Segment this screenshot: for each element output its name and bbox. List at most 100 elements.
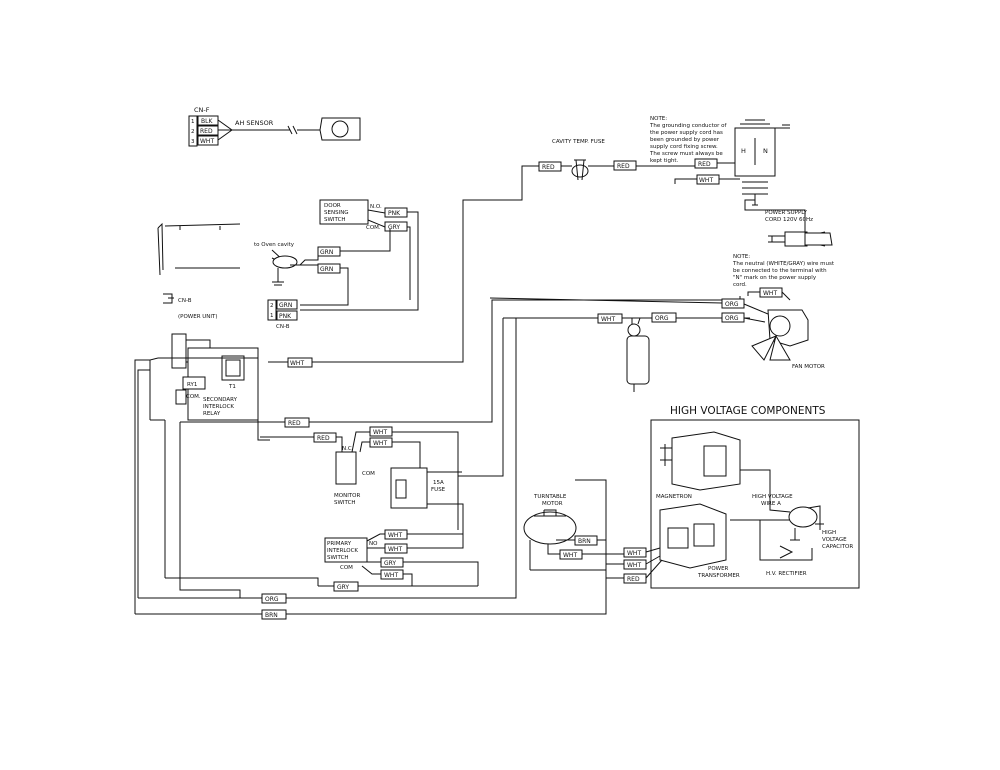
cn-b-connector <box>267 299 277 321</box>
wire-tag-wht-primary-2-text: WHT <box>388 546 402 553</box>
monitor-wht-leads <box>351 431 459 530</box>
power-cord-label-0: POWER SUPPLY <box>765 210 808 216</box>
fuse-detail <box>574 159 586 181</box>
door-no-label: N.O. <box>370 204 382 210</box>
capacitor-leads <box>631 317 641 392</box>
cn-f-pin-3: 3 <box>191 139 195 145</box>
door-sensing-label-1: SENSING <box>324 210 349 216</box>
cn-b-label-2: CN-B <box>276 324 290 330</box>
primary-interlock-label-0: PRIMARY <box>327 541 352 547</box>
fan-blade-2 <box>769 334 791 361</box>
fan-motor-group: WHT ORG ORG ORG WHT FAN MOTOR <box>458 287 825 477</box>
wire-tag-red-text: RED <box>200 128 213 135</box>
transformer-input-group: WHT WHT RED <box>605 540 663 590</box>
wire-tag-brn-tt-text: BRN <box>578 538 591 545</box>
magnetron-label: MAGNETRON <box>656 494 692 500</box>
turntable-motor-icon <box>523 511 577 545</box>
fuse-element <box>395 479 407 499</box>
cn-b-label: CN-B <box>178 298 192 304</box>
wire-tag-pnk-text: PNK <box>388 210 401 217</box>
ground-top <box>775 124 790 129</box>
turntable-motor-group: TURNTABLE MOTOR BRN WHT <box>523 494 624 571</box>
fan-motor-leads <box>743 291 791 323</box>
wire-tag-gry-lower-text: GRY <box>337 584 349 591</box>
door-sensing-label-0: DOOR <box>324 203 341 209</box>
primary-interlock-switch-icon <box>324 537 368 563</box>
door-wires-down <box>300 211 419 311</box>
note1-line-3: been grounded by power <box>650 137 720 143</box>
hv-capacitor-label-1: VOLTAGE <box>822 537 847 543</box>
cn-f-pin-2: 2 <box>191 129 195 135</box>
turntable-label-1: MOTOR <box>542 501 563 507</box>
turntable-label-0: TURNTABLE <box>533 494 567 500</box>
wire-tag-wht-tt-text: WHT <box>563 552 577 559</box>
wire-tag-org-text: ORG <box>265 596 279 603</box>
wire-tag-wht-monitor-1-text: WHT <box>373 429 387 436</box>
transformer-label-1: TRANSFORMER <box>697 573 740 579</box>
monitor-switch-icon <box>335 451 357 485</box>
fan-motor-rotor <box>769 315 791 337</box>
note1-line-1: The grounding conductor of <box>649 123 727 129</box>
wire-tag-grn-cnb-text: GRN <box>279 302 292 309</box>
gry-lower-run <box>165 577 478 587</box>
hv-capacitor-icon <box>788 506 818 528</box>
wire-tag-wht-primary-3-text: WHT <box>384 572 398 579</box>
transformer-t1-core <box>225 359 241 377</box>
primary-leads <box>361 533 385 575</box>
ry1-label: RY1 <box>187 382 197 388</box>
cord-strain-relief <box>742 175 768 195</box>
wire-tag-org-fan-2-text: ORG <box>725 301 739 308</box>
capacitor-cap <box>627 323 641 337</box>
note1-line-5: The screw must always be <box>649 151 723 157</box>
wire-tag-red-cavity-left-text: RED <box>542 164 555 171</box>
note2-line-3: "N" mark on the power supply <box>733 275 817 281</box>
wire-tag-wht-tr-2-text: WHT <box>627 562 641 569</box>
note1-line-6: kept tight. <box>650 158 679 164</box>
transformer-coil <box>667 527 689 549</box>
door-sensing-label-2: SWITCH <box>324 217 346 223</box>
door-switch-leads <box>367 209 386 228</box>
red-to-monitor <box>260 436 343 452</box>
note2-line-2: be connected to the terminal with <box>733 268 827 274</box>
hv-wire-label-1: WIRE A <box>761 501 781 507</box>
fan-motor-label: FAN MOTOR <box>792 364 825 370</box>
turntable-shaft <box>534 509 566 517</box>
relay-ry1-icon <box>182 376 206 390</box>
wire-tag-wht-board-text: WHT <box>290 360 304 367</box>
cord-line <box>744 199 806 240</box>
secondary-relay-label-1: INTERLOCK <box>203 404 234 410</box>
wire-tag-org-fan-3 <box>721 312 745 323</box>
wire-tag-blk-text: BLK <box>201 118 213 125</box>
high-voltage-title: HIGH VOLTAGE COMPONENTS <box>670 405 826 417</box>
fuse-leads <box>427 471 464 530</box>
terminal-n-label: N <box>763 147 768 155</box>
primary-interlock-label-2: SWITCH <box>327 555 349 561</box>
ah-sensor-wires <box>217 119 290 141</box>
ah-sensor-label: AH SENSOR <box>235 119 274 127</box>
monitor-nc-label: N.C. <box>342 446 354 452</box>
ry1-com-label: COM. <box>186 394 201 400</box>
magnetron-fins <box>703 445 727 477</box>
cavity-temp-fuse-icon <box>571 164 589 178</box>
wire-tag-wht-text: WHT <box>200 138 214 145</box>
wire-tag-pnk-cnb <box>276 310 298 321</box>
wire-tag-red-cavity-right-text: RED <box>617 163 630 170</box>
hv-capacitor-label-2: CAPACITOR <box>822 544 853 550</box>
wire-tag-red-tr-text: RED <box>627 576 640 583</box>
note2-line-1: The neutral (WHITE/GRAY) wire must <box>732 261 835 267</box>
hv-wire-label-0: HIGH VOLTAGE <box>752 494 793 500</box>
hv-wire-a <box>730 469 800 521</box>
cn-f-label: CN-F <box>194 106 210 114</box>
cn-a-connector <box>171 333 187 369</box>
primary-no-label: NO <box>369 541 378 547</box>
oven-ground <box>272 268 284 286</box>
wire-tag-wht-tr-1 <box>623 547 647 558</box>
wire-tag-org-fan-3-text: ORG <box>725 315 739 322</box>
wire-tag-red-monitor2-text: RED <box>317 435 330 442</box>
note1-line-0: NOTE: <box>650 116 667 122</box>
ah-sensor-group: CN-F 1 2 3 BLK RED WHT AH SENSOR <box>188 106 361 147</box>
note2-line-0: NOTE: <box>733 254 750 260</box>
transformer-winding <box>693 523 715 547</box>
door-sensing-group: DOOR SENSING SWITCH N.O. COM. PNK GRY to… <box>254 199 419 311</box>
